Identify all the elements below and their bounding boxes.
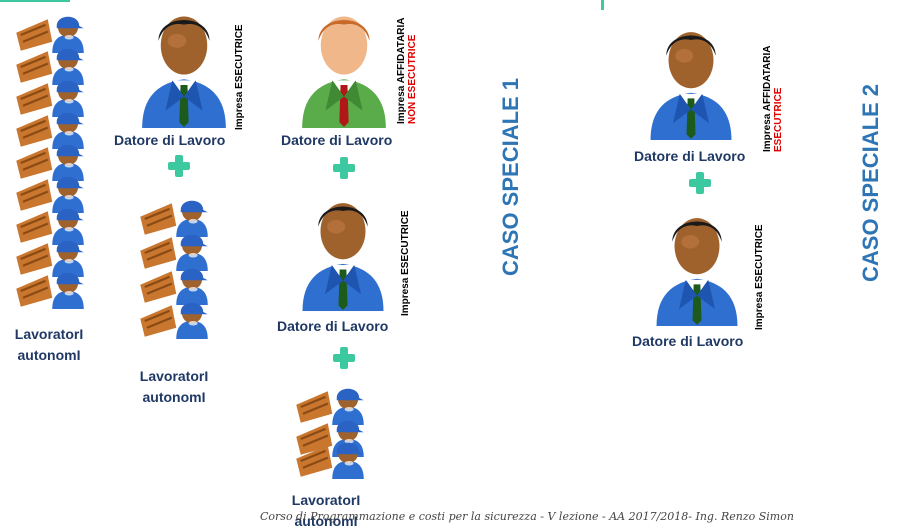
avatar-datore-col2 [136, 6, 232, 128]
top-divider-tick [601, 0, 604, 10]
impresa-tag-col3-bottom: Impresa ESECUTRICE [400, 210, 411, 316]
datore-label-col4-bottom: Datore di Lavoro [632, 333, 744, 349]
impresa-tag-col3-top: Impresa AFFIDATARIA NON ESECUTRICE [396, 17, 418, 124]
workers-stack-col1 [6, 6, 88, 316]
caso-speciale-2-title: CASO SPECIALE 2 [858, 83, 883, 282]
datore-label-col3-top: Datore di Lavoro [281, 132, 393, 148]
avatar-affidataria-col4 [646, 22, 736, 140]
impresa-tag-col4-bottom: Impresa ESECUTRICE [754, 224, 765, 330]
plus-icon-col3-top [333, 157, 355, 179]
footer-text: Corso di Programmazione e costi per la s… [260, 510, 794, 523]
plus-icon-col2 [168, 155, 190, 177]
plus-icon-col4 [689, 172, 711, 194]
top-divider-left [0, 0, 70, 2]
avatar-esecutrice-col3 [298, 192, 388, 312]
datore-label-col3-bottom: Datore di Lavoro [277, 318, 389, 334]
datore-label-col4-top: Datore di Lavoro [634, 148, 746, 164]
datore-label-col2: Datore di Lavoro [114, 132, 226, 148]
avatar-affidataria-col3 [296, 6, 392, 128]
workers-stack-col2 [134, 190, 216, 356]
impresa-tag-col4-top: Impresa AFFIDATARIA ESECUTRICE [762, 45, 784, 152]
plus-icon-col3-bottom [333, 347, 355, 369]
avatar-esecutrice-col4 [652, 208, 742, 326]
workers-stack-col3 [292, 378, 372, 480]
caso-speciale-1-title: CASO SPECIALE 1 [498, 77, 523, 276]
impresa-tag-col2: Impresa ESECUTRICE [234, 24, 245, 130]
